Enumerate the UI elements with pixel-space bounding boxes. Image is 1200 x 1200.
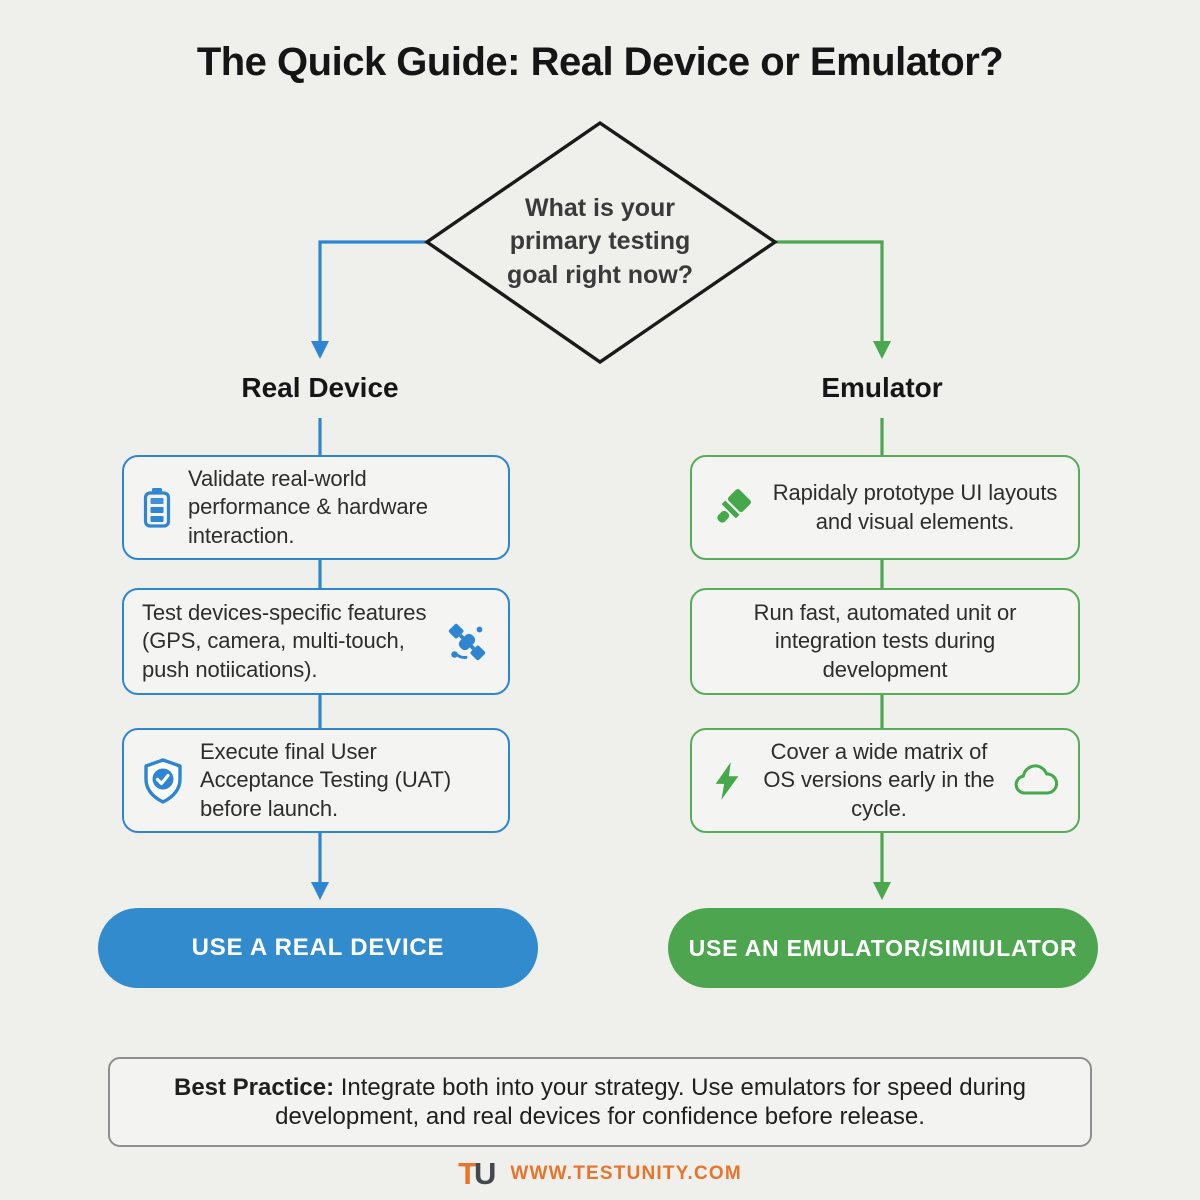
left-arrowhead-bottom [311,882,329,900]
satellite-icon [444,619,490,665]
cloud-icon [1014,763,1060,798]
decision-question: What is your primary testing goal right … [506,194,694,289]
real-device-box-features: Test devices-specific features (GPS, cam… [122,588,510,695]
box-text: Execute final User Acceptance Testing (U… [200,739,452,821]
real-device-box-uat: Execute final User Acceptance Testing (U… [122,728,510,833]
best-practice-box: Best Practice: Integrate both into your … [108,1057,1092,1147]
battery-icon [142,487,172,529]
logo-letter-u: U [474,1156,497,1191]
right-arrowhead-top [873,341,891,359]
best-practice-body: Integrate both into your strategy. Use e… [275,1073,1026,1130]
page-title: The Quick Guide: Real Device or Emulator… [196,40,1004,84]
left-arrowhead-top [311,341,329,359]
real-device-box-performance: Validate real-world performance & hardwa… [122,455,510,560]
emulator-box-automated-tests: Run fast, automated unit or integration … [690,588,1080,695]
use-real-device-pill: USE A REAL DEVICE [98,908,538,988]
box-text: Validate real-world performance & hardwa… [188,466,428,548]
website-url: WWW.TESTUNITY.COM [510,1162,742,1184]
branch-label-real-device: Real Device [241,372,399,403]
branch-label-emulator: Emulator [821,372,943,403]
best-practice-text: Best Practice: Integrate both into your … [150,1073,1050,1132]
paintbrush-icon [710,486,754,530]
left-elbow-connector [318,240,427,343]
use-emulator-pill: USE AN EMULATOR/SIMIULATOR [668,908,1098,988]
box-text: Cover a wide matrix of OS versions early… [763,739,995,821]
footer: TU WWW.TESTUNITY.COM [0,1158,1200,1189]
box-text: Test devices-specific features (GPS, cam… [142,600,427,682]
logo-letter-t: T [458,1156,477,1191]
best-practice-label: Best Practice: [173,1073,335,1101]
right-arrowhead-bottom [873,882,891,900]
right-elbow-connector [775,240,884,343]
emulator-box-os-matrix: Cover a wide matrix of OS versions early… [690,728,1080,833]
box-text: Run fast, automated unit or integration … [753,600,1017,682]
shield-check-icon [142,757,184,804]
testunity-logo-icon: TU [458,1158,496,1189]
emulator-box-prototype: Rapidaly prototype UI layouts and visual… [690,455,1080,560]
box-text: Rapidaly prototype UI layouts and visual… [772,480,1058,534]
bolt-icon [710,759,744,803]
